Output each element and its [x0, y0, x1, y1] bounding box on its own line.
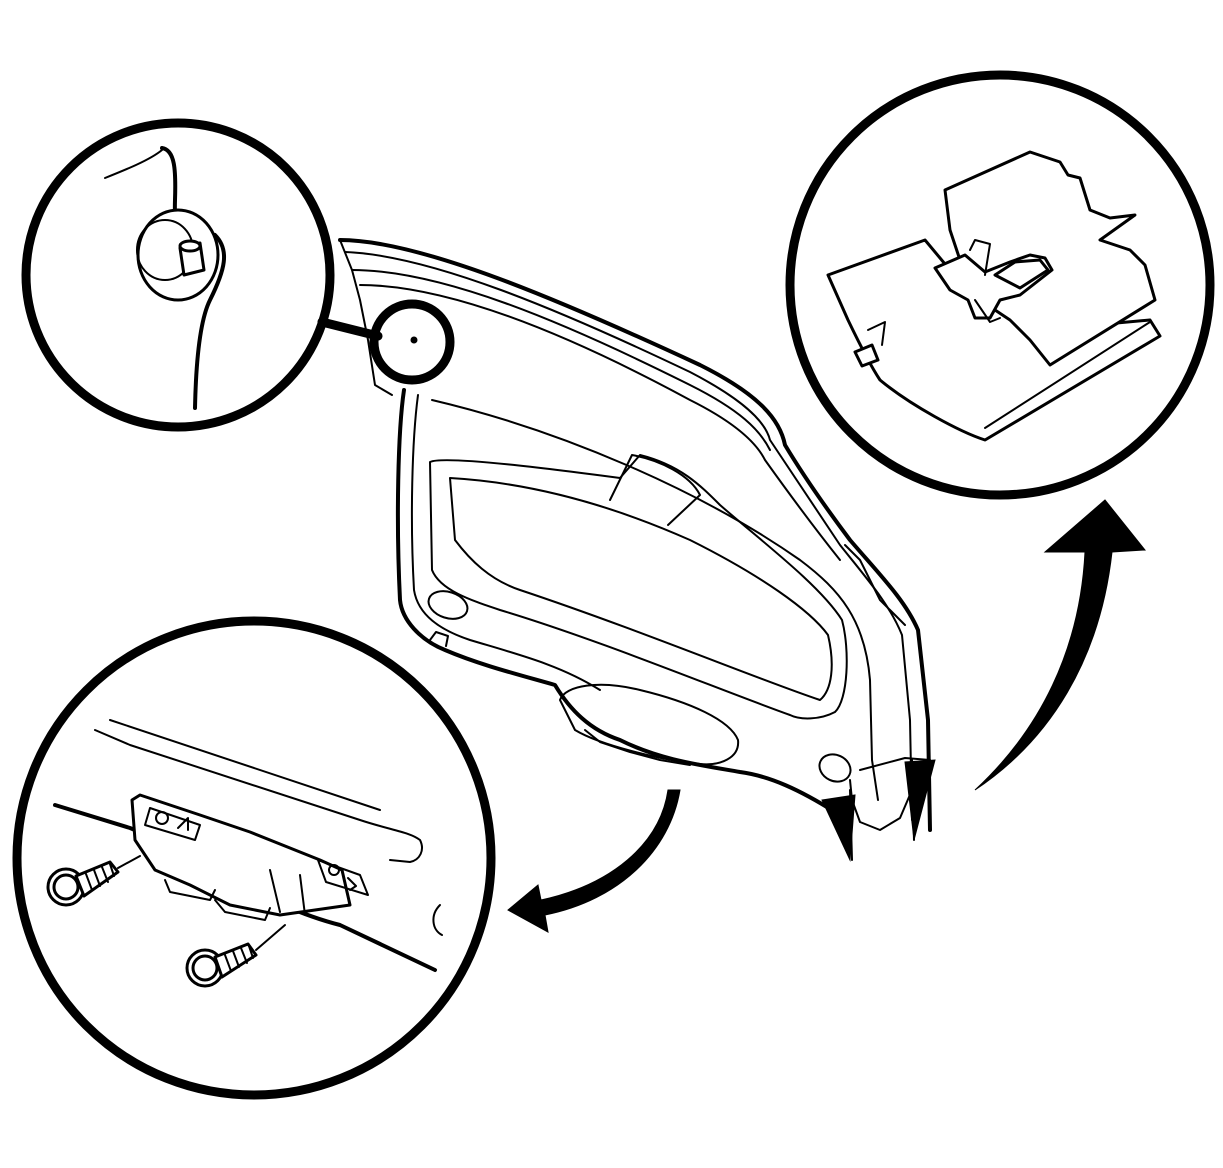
lower-screw-callout: [12, 616, 496, 1100]
upper-callout-trim-2: [193, 233, 227, 410]
panel-left-tab: [429, 631, 449, 647]
retainer-clip-head: [993, 258, 1050, 290]
bracket-arrow-left: [177, 817, 189, 831]
upper-callout-trim-outer: [104, 149, 163, 179]
arrow-curve-upper: [974, 499, 1146, 791]
panel-hole-left: [427, 590, 469, 620]
clip-lower-plate-edge: [984, 321, 1151, 429]
screw-leader: [117, 855, 141, 869]
panel-right-edge: [844, 544, 906, 626]
push-pin-head: [178, 239, 202, 253]
arrow-down-shafts: [849, 759, 915, 861]
upper-callout-leader: [317, 317, 383, 341]
lower-callout-rail-2: [109, 719, 381, 811]
screw-leader: [255, 924, 286, 951]
lower-callout-hole: [432, 904, 443, 936]
lower-callout-rail: [94, 729, 423, 863]
arrow-curve-lower: [507, 789, 681, 933]
arrow-to-right-callout: [974, 499, 1146, 791]
panel-bottom-corner: [859, 757, 931, 771]
panel-left-edge: [339, 239, 393, 396]
upper-callout-circle: [21, 118, 335, 432]
clip-tab: [853, 343, 880, 368]
screw-head: [52, 873, 80, 901]
screw-head: [191, 954, 219, 982]
panel-upper-edge-inner: [344, 251, 913, 821]
panel-inner-bevel: [410, 394, 601, 691]
upper-fastener-callout: [21, 118, 335, 432]
panel-hole-right: [818, 753, 852, 783]
upper-fastener-highlight: [369, 299, 455, 385]
bracket-hole-left: [155, 811, 169, 825]
screw-threads: [224, 945, 254, 972]
right-callout-circle: [785, 70, 1215, 500]
panel-top-rail-2: [359, 284, 841, 561]
bracket-slot-left: [144, 807, 201, 841]
arrow-to-lower-callout: [507, 789, 681, 933]
bracket-arrow-right: [347, 877, 357, 891]
pull-direction-arrows: [821, 759, 936, 862]
retainer-clip-callout: [785, 70, 1215, 500]
upper-fastener-dot: [410, 336, 418, 344]
lower-callout-circle: [12, 616, 496, 1100]
panel-inner-bevel-2: [431, 399, 879, 801]
screw-icon: [46, 855, 141, 907]
screw-icon: [185, 924, 286, 988]
panel-top-rail: [351, 269, 771, 451]
panel-outline: [395, 388, 837, 814]
bracket-hole-right: [328, 864, 340, 876]
screw-threads: [85, 863, 115, 891]
bracket-lower-tabs: [164, 879, 271, 921]
panel-pull-cup: [559, 683, 740, 766]
liftgate-trim-panel: [338, 238, 932, 832]
clip-tab-rim: [867, 321, 886, 346]
retainer-clip-leg: [969, 239, 991, 276]
arrow-down-left-icon: [821, 794, 856, 862]
bracket-body-shade: [269, 869, 306, 916]
pull-cup-bracket: [130, 793, 352, 917]
panel-window-recess: [429, 454, 848, 720]
panel-window-recess-inner: [449, 477, 833, 701]
retainer-clip-base: [974, 299, 1001, 323]
panel-pull-cup-lower: [584, 729, 691, 766]
panel-upper-edge: [338, 238, 932, 832]
panel-handle-bump: [609, 454, 701, 526]
bracket-slot-right: [317, 859, 369, 896]
